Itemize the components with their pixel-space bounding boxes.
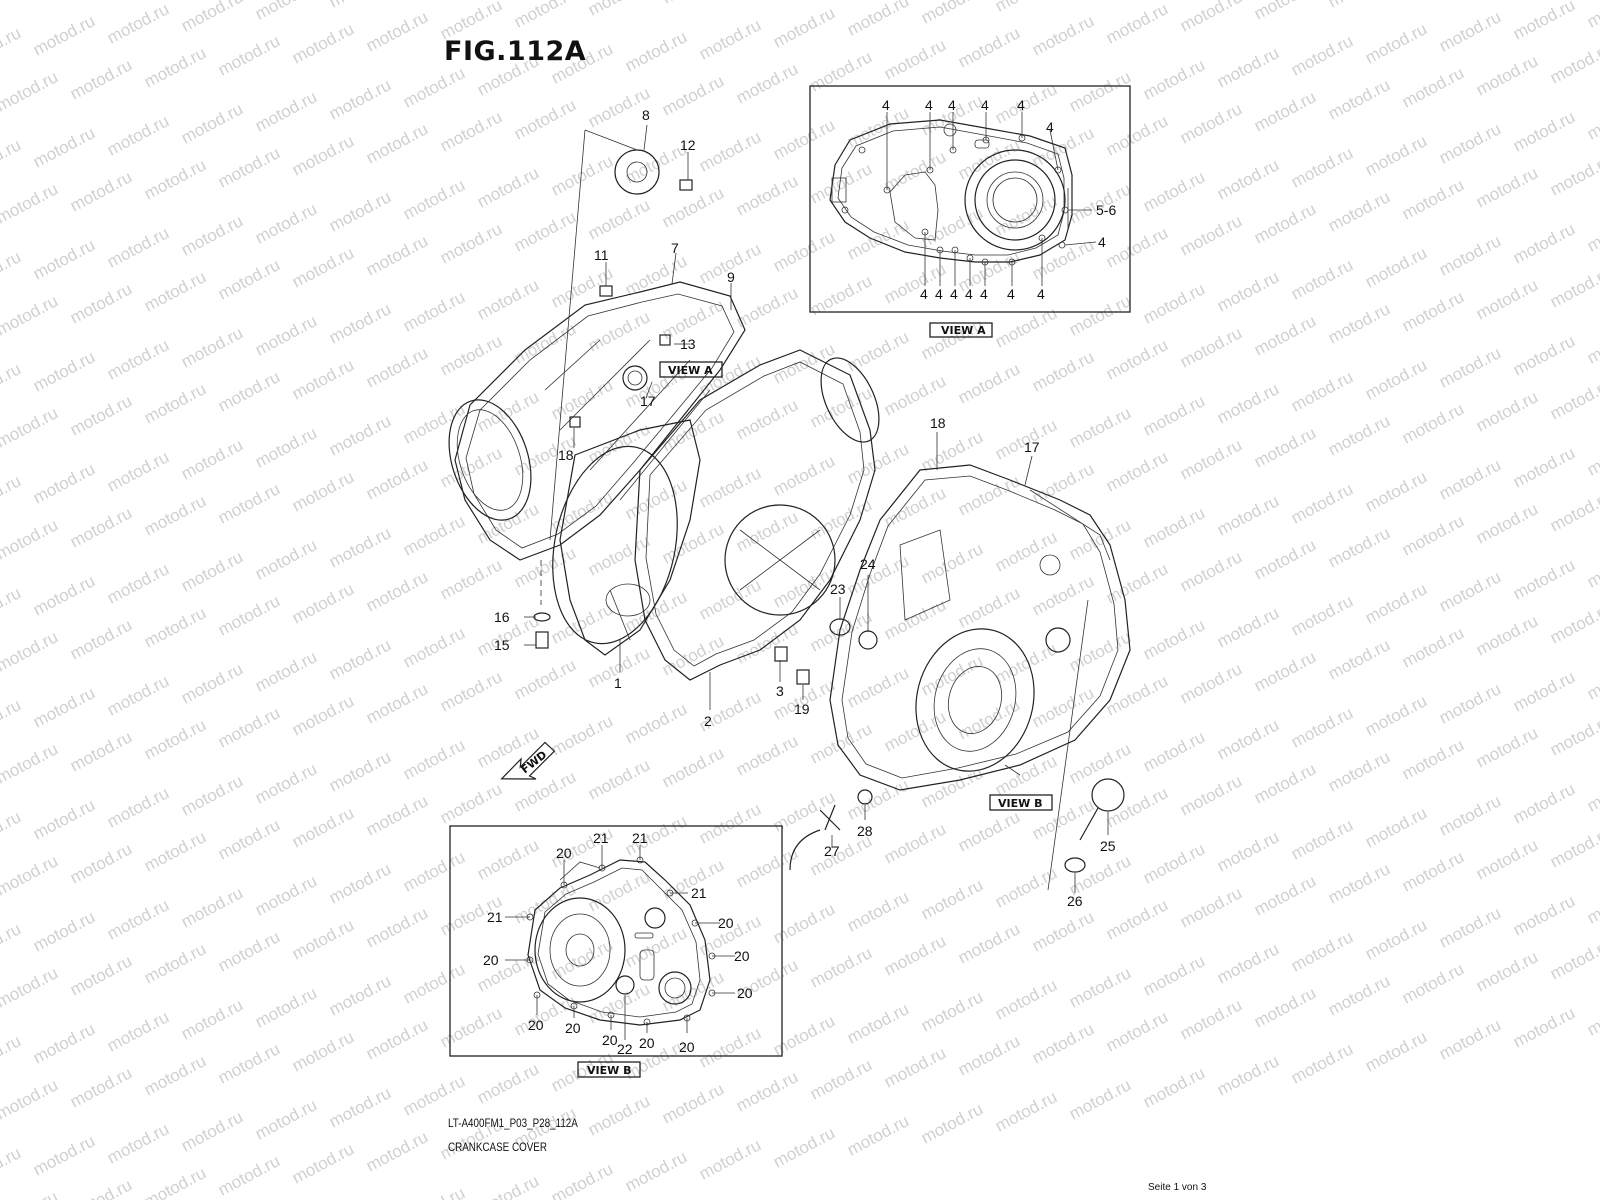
view-a-labels: 4 4 4 4 4 4 5-6 4 4 4 4 4 4 4 4 <box>882 97 1116 302</box>
callout-label: 7 <box>671 240 679 256</box>
bolt-hole <box>1058 241 1066 249</box>
callout-label: 15 <box>494 637 510 653</box>
callout-label: 18 <box>930 415 946 431</box>
page-indicator: Seite 1 von 3 <box>1148 1182 1207 1193</box>
callout-label: 12 <box>680 137 696 153</box>
callout-label: 4 <box>925 97 933 113</box>
callout-label: 4 <box>950 286 958 302</box>
callout-label: 4 <box>882 97 890 113</box>
part-group-name: CRANKCASE COVER <box>448 1140 547 1154</box>
callout-label: 21 <box>691 885 707 901</box>
callout-label: 21 <box>593 830 609 846</box>
callout-label: 3 <box>776 683 784 699</box>
callout-label: 20 <box>556 845 572 861</box>
svg-text:VIEW B: VIEW B <box>998 797 1042 810</box>
callout-label: 28 <box>857 823 873 839</box>
callout-label: 27 <box>824 843 840 859</box>
bolt-hole <box>858 146 866 154</box>
callout-label: 4 <box>1098 234 1106 250</box>
callout-label: 20 <box>602 1032 618 1048</box>
view-b-tag: VIEW B <box>577 1061 641 1078</box>
callout-label: 4 <box>1007 286 1015 302</box>
callout-label: 20 <box>639 1035 655 1051</box>
crankcase-cover-part-18 <box>829 464 1131 791</box>
view-b-cover-outline <box>527 859 711 1026</box>
view-a-inset-frame <box>809 85 1131 313</box>
callout-label: 20 <box>718 915 734 931</box>
figure-title: FIG.112A <box>444 36 587 67</box>
callout-label: 4 <box>1017 97 1025 113</box>
callout-label: 4 <box>948 97 956 113</box>
callout-label: 17 <box>640 393 656 409</box>
bolt-hole <box>1061 206 1069 214</box>
callout-label: 1 <box>614 675 622 691</box>
main-leader-lines <box>524 124 1109 893</box>
view-b-leader-lines <box>505 845 735 1040</box>
view-b-inset-frame <box>449 825 783 1057</box>
callout-label: 4 <box>1037 286 1045 302</box>
callout-label: 24 <box>860 556 876 572</box>
callout-label: 13 <box>680 336 696 352</box>
main-labels: 8 12 11 7 9 13 17 18 16 15 1 2 3 19 23 2… <box>494 107 1116 909</box>
callout-label: 23 <box>830 581 846 597</box>
callout-label: 20 <box>483 952 499 968</box>
view-b-ref-tag: VIEW B <box>989 794 1053 811</box>
callout-label: 19 <box>794 701 810 717</box>
view-a-cover-outline <box>829 119 1073 263</box>
svg-text:VIEW A: VIEW A <box>668 364 713 377</box>
bolt-hole <box>841 206 849 214</box>
callout-label: 4 <box>980 286 988 302</box>
callout-label: 8 <box>642 107 650 123</box>
view-a-bolt-holes <box>841 134 1069 266</box>
callout-label: 26 <box>1067 893 1083 909</box>
callout-label: 18 <box>558 447 574 463</box>
svg-text:VIEW B: VIEW B <box>587 1064 631 1077</box>
cover-gasket-part-2 <box>634 349 880 681</box>
callout-label: 4 <box>965 286 973 302</box>
callout-label: 20 <box>565 1020 581 1036</box>
callout-label: 2 <box>704 713 712 729</box>
callout-label: 22 <box>617 1041 633 1057</box>
callout-label: 17 <box>1024 439 1040 455</box>
clutch-cover-part-7 <box>448 281 746 561</box>
fwd-arrow-icon: FWD <box>500 741 556 780</box>
callout-label: 4 <box>935 286 943 302</box>
callout-label: 21 <box>632 830 648 846</box>
callout-label: 5-6 <box>1096 202 1116 218</box>
callout-label: 21 <box>487 909 503 925</box>
bolt-hole <box>1054 166 1062 174</box>
callout-label: 20 <box>679 1039 695 1055</box>
small-parts <box>533 149 1125 873</box>
callout-label: 4 <box>1046 119 1054 135</box>
view-b-labels: 20 21 21 21 21 20 20 20 20 20 20 20 22 2… <box>483 830 753 1057</box>
svg-text:VIEW A: VIEW A <box>941 324 986 337</box>
view-a-ref-tag: VIEW A <box>659 361 723 378</box>
callout-label: 20 <box>528 1017 544 1033</box>
callout-label: 25 <box>1100 838 1116 854</box>
callout-label: 4 <box>920 286 928 302</box>
view-a-tag: VIEW A <box>929 322 993 338</box>
callout-label: 20 <box>737 985 753 1001</box>
view-a-leader-lines <box>886 112 1097 286</box>
callout-label: 20 <box>734 948 750 964</box>
callout-label: 11 <box>594 247 609 263</box>
model-code: LT-A400FM1_P03_P28_112A <box>448 1116 578 1130</box>
callout-label: 16 <box>494 609 510 625</box>
callout-label: 9 <box>727 269 735 285</box>
view-b-bolt-holes <box>526 856 716 1026</box>
callout-label: 4 <box>981 97 989 113</box>
